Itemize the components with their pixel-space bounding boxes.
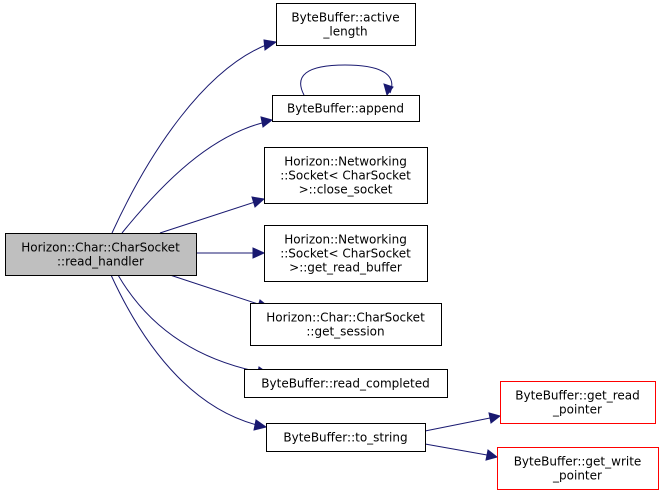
node-label-line: ByteBuffer::append — [287, 102, 404, 116]
node-label-line: >::get_read_buffer — [289, 261, 402, 275]
node-bytebuffer-get-write-pointer[interactable]: ByteBuffer::get_write_pointer — [497, 447, 659, 490]
edge-arrowhead — [263, 39, 278, 51]
edge-line — [300, 64, 393, 96]
edge-line — [159, 201, 256, 234]
node-label-line: Horizon::Char::CharSocket — [21, 241, 180, 255]
node-bytebuffer-get-read-pointer[interactable]: ByteBuffer::get_read_pointer — [500, 381, 656, 424]
edge-line — [169, 274, 262, 306]
node-label-line: ::Socket< CharSocket — [280, 247, 411, 261]
node-box — [497, 447, 659, 490]
edge-line — [110, 274, 258, 426]
node-box — [244, 369, 448, 398]
nodes-layer: Horizon::Char::CharSocket::read_handlerB… — [5, 3, 659, 490]
edge-to-string-to-get-write-pointer — [424, 443, 499, 461]
edge-read-handler-to-append — [121, 116, 274, 234]
node-label-line: _length — [322, 25, 367, 39]
node-socket-get-read-buffer[interactable]: Horizon::Networking::Socket< CharSocket … — [264, 225, 428, 282]
node-box — [276, 3, 416, 46]
node-box — [500, 381, 656, 424]
edge-arrowhead — [251, 196, 266, 208]
node-box — [250, 303, 442, 346]
edge-line — [121, 122, 263, 234]
node-box — [5, 233, 197, 276]
edge-line — [424, 443, 488, 456]
node-label-line: ::read_handler — [57, 255, 144, 269]
node-label-line: ::Socket< CharSocket — [280, 169, 411, 183]
node-label-line: Horizon::Networking — [284, 155, 407, 169]
edge-append-to-append — [300, 64, 394, 97]
edge-to-string-to-get-read-pointer — [424, 412, 502, 432]
edge-arrowhead — [253, 419, 268, 431]
node-label-line: _pointer — [552, 469, 602, 483]
node-bytebuffer-append[interactable]: ByteBuffer::append — [272, 95, 420, 122]
edge-arrowhead — [260, 116, 274, 128]
node-label-line: ByteBuffer::to_string — [283, 431, 407, 445]
node-read-handler-focus: Horizon::Char::CharSocket::read_handler — [5, 233, 197, 276]
edge-arrowhead — [383, 83, 394, 97]
node-label-line: ::get_session — [306, 325, 384, 339]
node-bytebuffer-read-completed[interactable]: ByteBuffer::read_completed — [244, 369, 448, 398]
edge-arrowhead — [485, 449, 499, 461]
node-label-line: _pointer — [552, 403, 602, 417]
edge-arrowhead — [252, 247, 266, 259]
edge-line — [117, 274, 260, 373]
node-box — [266, 423, 426, 452]
node-socket-close-socket[interactable]: Horizon::Networking::Socket< CharSocket … — [264, 147, 428, 204]
edge-read-handler-to-read-completed — [117, 274, 271, 378]
node-label-line: ByteBuffer::read_completed — [261, 377, 429, 391]
node-label-line: Horizon::Networking — [284, 233, 407, 247]
edge-arrowhead — [488, 412, 502, 424]
node-bytebuffer-active-length[interactable]: ByteBuffer::active_length — [276, 3, 416, 46]
node-box — [272, 95, 420, 122]
edge-read-handler-to-to-string — [110, 274, 268, 431]
node-label-line: >::close_socket — [299, 183, 393, 197]
node-charsocket-get-session[interactable]: Horizon::Char::CharSocket::get_session — [250, 303, 442, 346]
edge-line — [111, 44, 267, 234]
edge-read-handler-to-close-socket — [159, 196, 266, 234]
node-label-line: Horizon::Char::CharSocket — [266, 311, 425, 325]
node-box — [264, 225, 428, 282]
node-label-line: ByteBuffer::get_read — [515, 389, 639, 403]
node-bytebuffer-to-string[interactable]: ByteBuffer::to_string — [266, 423, 426, 452]
node-box — [264, 147, 428, 204]
edge-read-handler-to-get-read-buffer — [196, 247, 266, 259]
node-label-line: ByteBuffer::get_write — [514, 455, 642, 469]
edge-read-handler-to-active-length — [111, 39, 278, 234]
edge-line — [424, 417, 491, 432]
node-label-line: ByteBuffer::active — [291, 11, 399, 25]
